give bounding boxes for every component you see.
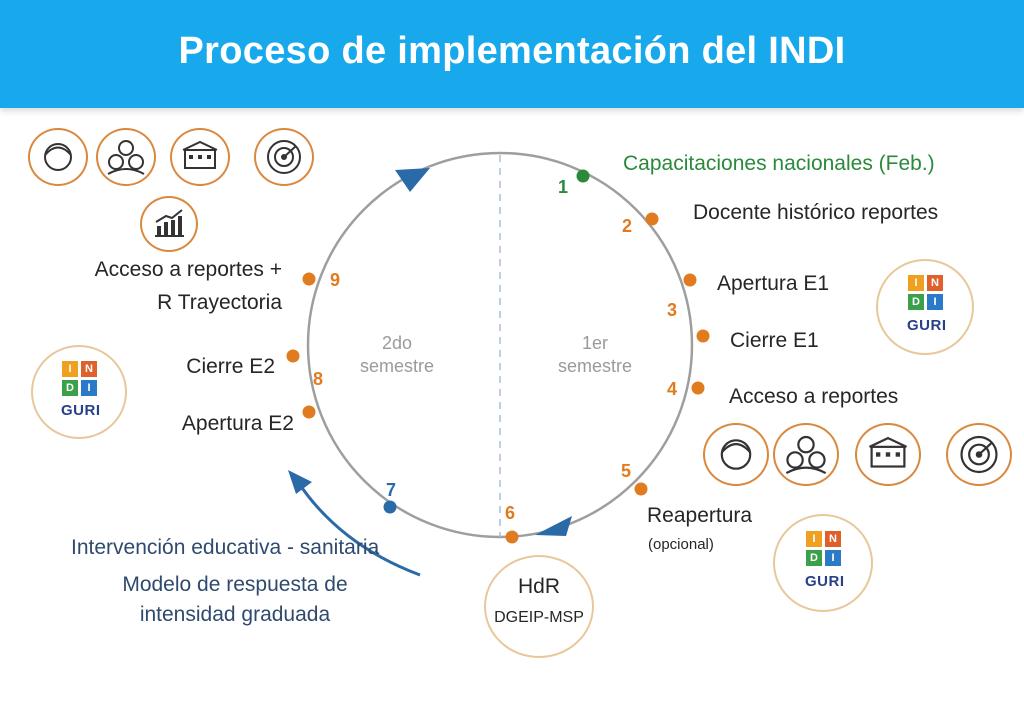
school-icon (170, 128, 230, 186)
step-8-label-b: Apertura E2 (181, 412, 294, 435)
indi-guri-logo-3: I N D I GURI (773, 514, 873, 612)
indi-logo-grid: I N D I (806, 531, 841, 566)
step-6-dot (505, 530, 519, 544)
radar-icon-2 (946, 423, 1012, 486)
step-1-label: Capacitaciones nacionales (Feb.) (623, 152, 935, 175)
indi-logo-grid: I N D I (908, 275, 943, 310)
guri-brand-text: GURI (61, 402, 101, 419)
step-5-number: 5 (621, 461, 632, 481)
step-3a-dot (683, 273, 697, 287)
family-icon (96, 128, 156, 186)
logo-letter-i: I (908, 275, 924, 291)
logo-letter-i: I (62, 361, 78, 377)
school-icon-2 (855, 423, 921, 486)
step-3b-dot (696, 329, 710, 343)
step-7-label-b: Modelo de respuesta de (122, 573, 348, 596)
guri-brand-text: GURI (805, 573, 845, 590)
header-bar: Proceso de implementación del INDI (0, 0, 1024, 108)
logo-letter-n: N (927, 275, 943, 291)
semester-1-label: 1er semestre (540, 332, 650, 379)
logo-letter-i2: I (81, 380, 97, 396)
indi-guri-logo-2: I N D I GURI (31, 345, 127, 439)
step-7-dot (383, 500, 397, 514)
logo-letter-i2: I (927, 294, 943, 310)
step-3-number: 3 (667, 300, 678, 320)
hdr-hub-title: HdR (517, 575, 560, 598)
step-5-label: Reapertura (647, 504, 753, 527)
step-9-label-b: R Trayectoria (157, 291, 282, 314)
step-1-dot (576, 169, 590, 183)
step-9-dot (302, 272, 316, 286)
step-1-number: 1 (558, 177, 569, 197)
step-7-label-c: intensidad graduada (139, 603, 331, 626)
step-4-number: 4 (667, 379, 678, 399)
semester-2-line1: 2do (381, 333, 413, 353)
child-face-icon (28, 128, 88, 186)
hdr-hub-subtitle: DGEIP-MSP (494, 609, 584, 626)
step-2-number: 2 (622, 216, 633, 236)
logo-letter-n: N (81, 361, 97, 377)
arrow-head-top (395, 168, 430, 192)
logo-letter-d: D (806, 550, 822, 566)
step-8b-dot (302, 405, 316, 419)
logo-letter-i: I (806, 531, 822, 547)
step-9-number: 9 (330, 270, 341, 290)
guri-brand-text: GURI (907, 317, 947, 334)
step-4-label: Acceso a reportes (729, 385, 899, 408)
step-7-number: 7 (386, 480, 397, 500)
hdr-hub: HdR DGEIP-MSP (484, 555, 594, 658)
indi-guri-logo-1: I N D I GURI (876, 259, 974, 355)
logo-letter-n: N (825, 531, 841, 547)
step-5-dot (634, 482, 648, 496)
logo-letter-i2: I (825, 550, 841, 566)
indi-logo-grid: I N D I (62, 361, 97, 396)
step-2-label: Docente histórico reportes (693, 201, 939, 224)
page-title: Proceso de implementación del INDI (178, 30, 846, 72)
intervention-arrow-head (288, 470, 312, 494)
child-face-icon-2 (703, 423, 769, 486)
step-8-label-a: Cierre E2 (186, 355, 275, 378)
logo-letter-d: D (62, 380, 78, 396)
step-5-note: (opcional) (648, 536, 714, 553)
radar-icon (254, 128, 314, 186)
logo-letter-d: D (908, 294, 924, 310)
semester-1-line1: 1er (581, 333, 608, 353)
step-3-label-a: Apertura E1 (717, 272, 830, 295)
step-8a-dot (286, 349, 300, 363)
chart-icon (140, 196, 198, 252)
step-4-dot (691, 381, 705, 395)
arrow-head-bottom (535, 516, 572, 536)
step-2-dot (645, 212, 659, 226)
semester-1-line2: semestre (557, 356, 633, 377)
semester-2-label: 2do semestre (342, 332, 452, 379)
step-6-number: 6 (505, 503, 516, 523)
step-3-label-b: Cierre E1 (730, 329, 819, 352)
family-icon-2 (773, 423, 839, 486)
step-8-number: 8 (313, 369, 324, 389)
step-9-label-a: Acceso a reportes + (94, 258, 282, 281)
semester-2-line2: semestre (359, 356, 435, 377)
step-7-label-a: Intervención educativa - sanitaria (71, 536, 380, 559)
intervention-arc (296, 481, 421, 577)
